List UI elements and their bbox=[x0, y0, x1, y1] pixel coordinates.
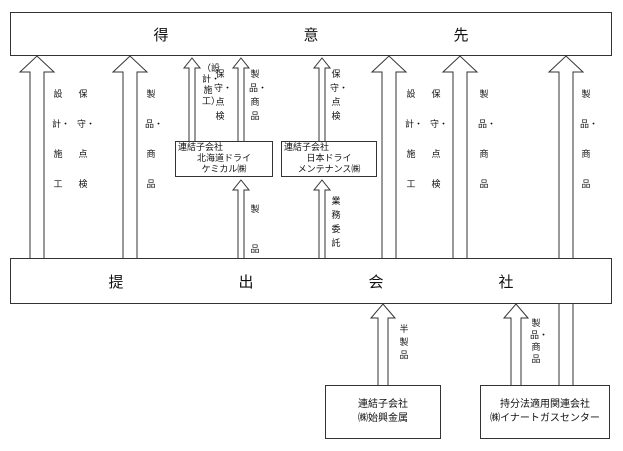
label-hokkaido-seihin: 製品 bbox=[250, 205, 260, 255]
hokkaido-line1: 連結子会社 bbox=[178, 142, 224, 153]
nihon-line3: メンテナンス㈱ bbox=[297, 164, 361, 175]
arrow-hokkaido-up-right bbox=[231, 57, 251, 141]
label-nihon-hoshu: 保守・点検 bbox=[330, 70, 349, 122]
label-hokkaido-up-left: （設計・施工） bbox=[202, 64, 221, 107]
arrow-hokkaido-up-left bbox=[182, 57, 202, 141]
arrow-hokkaido-from-company bbox=[231, 179, 251, 258]
shiko-line1: 連結子会社 bbox=[358, 399, 408, 410]
nihon-dry-maintenance-box: 連結子会社 日本ドライ メンテナンス㈱ bbox=[281, 141, 377, 177]
nihon-line1: 連結子会社 bbox=[284, 142, 330, 153]
label-hoshu-tenken-2: 保守・点検 bbox=[430, 90, 449, 190]
shiko-kinzoku-box: 連結子会社 ㈱始興金属 bbox=[325, 385, 441, 439]
hokkaido-line3: ケミカル㈱ bbox=[201, 164, 247, 175]
filing-company-box: 提 出 会 社 bbox=[10, 258, 612, 304]
customer-box: 得 意 先 bbox=[10, 12, 612, 56]
arrow-seihin-1 bbox=[111, 55, 149, 258]
arrow-seihin-3 bbox=[547, 55, 585, 258]
label-sekkei-seko-2: 設計・施工 bbox=[405, 90, 424, 190]
label-hokkaido-down: 保守・点検 bbox=[214, 70, 233, 122]
label-seihin-shohin-1: 製品・商品 bbox=[145, 90, 164, 190]
label-hoshu-tenken-1: 保守・点検 bbox=[77, 90, 96, 190]
filing-company-label: 提 出 会 社 bbox=[108, 272, 564, 291]
hokkaido-dry-chemical-box: 連結子会社 北海道ドライ ケミカル㈱ bbox=[175, 141, 273, 177]
label-nihon-gyomu: 業務委託 bbox=[331, 197, 341, 249]
arrow-sekkei-2 bbox=[370, 55, 408, 258]
label-sekkei-seko-1: 設計・施工 bbox=[52, 90, 71, 190]
arrow-inert-through-company bbox=[558, 304, 574, 385]
arrow-seihin-2 bbox=[441, 55, 479, 258]
arrow-sekkei-1 bbox=[18, 55, 56, 258]
inert-line2: ㈱イナートガスセンター bbox=[490, 413, 600, 424]
arrow-shiko-to-company bbox=[369, 303, 397, 385]
arrow-nihon-from-company bbox=[312, 179, 332, 258]
label-hokkaido-up-right: 製品・商品 bbox=[249, 70, 268, 122]
customer-label: 得 意 先 bbox=[153, 25, 529, 44]
label-seihin-shohin-3: 製品・商品 bbox=[580, 90, 599, 190]
label-inert-seihin: 製品・商品 bbox=[530, 319, 549, 365]
label-han-seihin: 半製品 bbox=[399, 325, 409, 361]
nihon-line2: 日本ドライ bbox=[306, 153, 352, 164]
hokkaido-line2: 北海道ドライ bbox=[196, 153, 251, 164]
shiko-line2: ㈱始興金属 bbox=[358, 413, 408, 424]
label-seihin-shohin-2: 製品・商品 bbox=[478, 90, 497, 190]
arrow-inert-to-company bbox=[502, 303, 530, 385]
inert-line1: 持分法適用関連会社 bbox=[500, 399, 590, 410]
arrow-nihon-up bbox=[312, 57, 332, 141]
inert-gas-center-box: 持分法適用関連会社 ㈱イナートガスセンター bbox=[480, 385, 610, 439]
arrows-layer bbox=[18, 55, 585, 385]
